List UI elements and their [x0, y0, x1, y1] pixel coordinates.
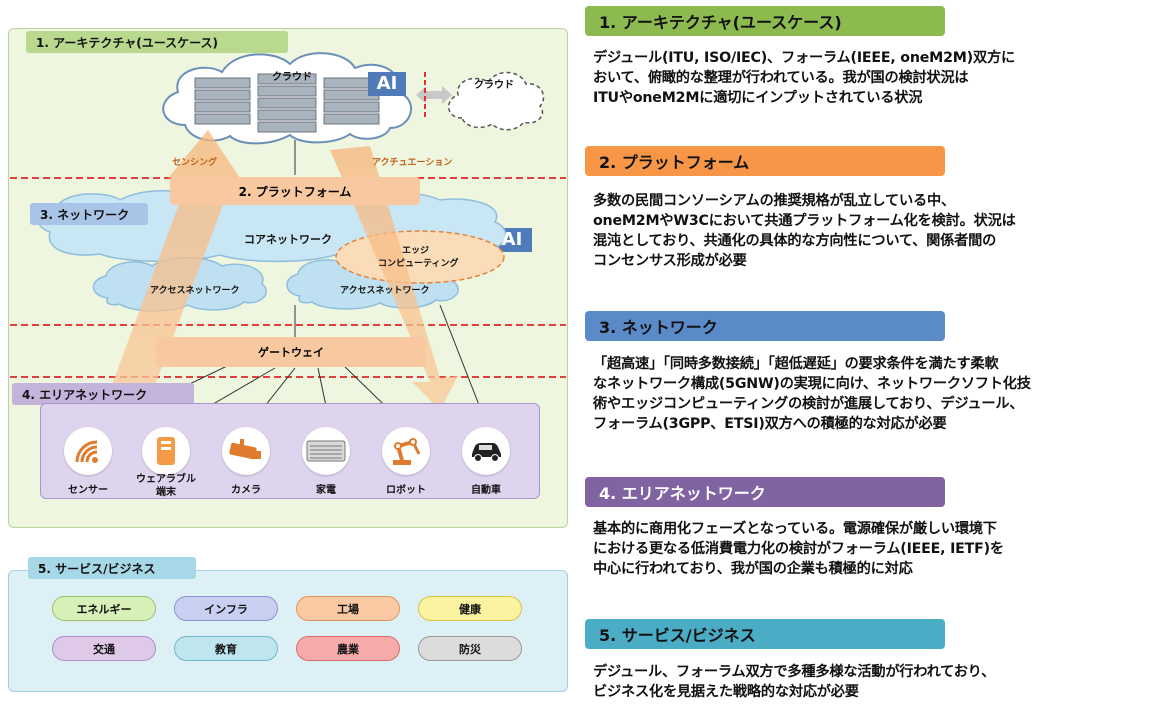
robot-arm-icon — [393, 438, 421, 465]
car-icon — [472, 443, 501, 462]
area-network-devices-panel — [40, 403, 540, 499]
section-network-header: 3. ネットワーク — [585, 311, 945, 341]
ai-badge-cloud: AI — [376, 73, 398, 94]
platform-box: 2. プラットフォーム — [170, 177, 420, 205]
section-architecture-text: デジュール(ITU, ISO/IEC)、フォーラム(IEEE, oneM2M)双… — [593, 50, 1015, 106]
section-architecture-header: 1. アーキテクチャ(ユースケース) — [585, 6, 945, 36]
service-pill-agriculture: 農業 — [296, 636, 400, 661]
device-label-car: 自動車 — [471, 485, 501, 496]
device-label-robot: ロボット — [386, 485, 426, 496]
section-service-text: デジュール、フォーラム双方で多種多様な活動が行われており、 ビジネス化を見据えた… — [593, 664, 996, 700]
access-network-label-2: アクセスネットワーク — [340, 286, 430, 296]
cloud-other-shape — [448, 71, 545, 131]
device-label-sensor: センサー — [68, 485, 108, 496]
device-robot — [382, 427, 430, 475]
air-conditioner-icon — [306, 440, 346, 462]
section-platform-header: 2. プラットフォーム — [585, 146, 945, 176]
network-label: 3. ネットワーク — [30, 203, 148, 225]
edge-computing-label-1: エッジ — [402, 246, 430, 256]
sensing-label: センシング — [172, 158, 218, 168]
service-pill-health: 健康 — [418, 596, 522, 621]
section-service-header: 5. サービス/ビジネス — [585, 619, 945, 649]
edge-computing-label-2: コンピューティング — [378, 259, 459, 269]
device-label-camera: カメラ — [231, 485, 261, 496]
server-stacks — [194, 73, 380, 133]
section-area-network-text: 基本的に商用化フェーズとなっている。電源確保が厳しい環境下 における更なる低消費… — [593, 521, 1004, 577]
wifi-sensor-icon — [75, 440, 98, 463]
service-label: 5. サービス/ビジネス — [28, 557, 196, 579]
core-network-label: コアネットワーク — [244, 233, 332, 246]
service-pill-disaster: 防災 — [418, 636, 522, 661]
device-car — [462, 427, 510, 475]
camera-icon — [229, 439, 261, 460]
ai-badge-edge: AI — [501, 229, 523, 250]
service-pill-energy: エネルギー — [52, 596, 156, 621]
service-pill-infra: インフラ — [174, 596, 278, 621]
actuation-label: アクチュエーション — [372, 158, 453, 168]
device-sensor — [64, 427, 112, 475]
area-network-label: 4. エリアネットワーク — [12, 383, 194, 405]
section-area-network-header: 4. エリアネットワーク — [585, 477, 945, 507]
gateway-box: ゲートウェイ — [156, 337, 426, 367]
actuation-arrow — [330, 146, 458, 410]
service-pill-transport: 交通 — [52, 636, 156, 661]
service-panel — [8, 570, 568, 692]
wearable-icon — [157, 437, 175, 465]
section-platform-text: 多数の民間コンソーシアムの推奨規格が乱立している中、 oneM2MやW3Cにおい… — [593, 193, 1016, 269]
section-network-text: 「超高速」「同時多数接続」「超低遅延」の要求条件を満たす柔軟 なネットワーク構成… — [593, 356, 1031, 432]
device-label-appliance: 家電 — [316, 485, 336, 496]
device-appliance — [302, 427, 350, 475]
service-pill-education: 教育 — [174, 636, 278, 661]
access-network-label-1: アクセスネットワーク — [150, 286, 240, 296]
cloud-other-label: クラウド — [474, 80, 514, 91]
device-label-wearable: ウェアラブル 端末 — [136, 474, 196, 498]
device-wearable — [142, 427, 190, 475]
cloud-main-label: クラウド — [272, 72, 312, 83]
architecture-label: 1. アーキテクチャ(ユースケース) — [26, 31, 288, 53]
service-pill-factory: 工場 — [296, 596, 400, 621]
cloud-link-arrow — [416, 86, 452, 104]
device-camera — [222, 427, 270, 475]
